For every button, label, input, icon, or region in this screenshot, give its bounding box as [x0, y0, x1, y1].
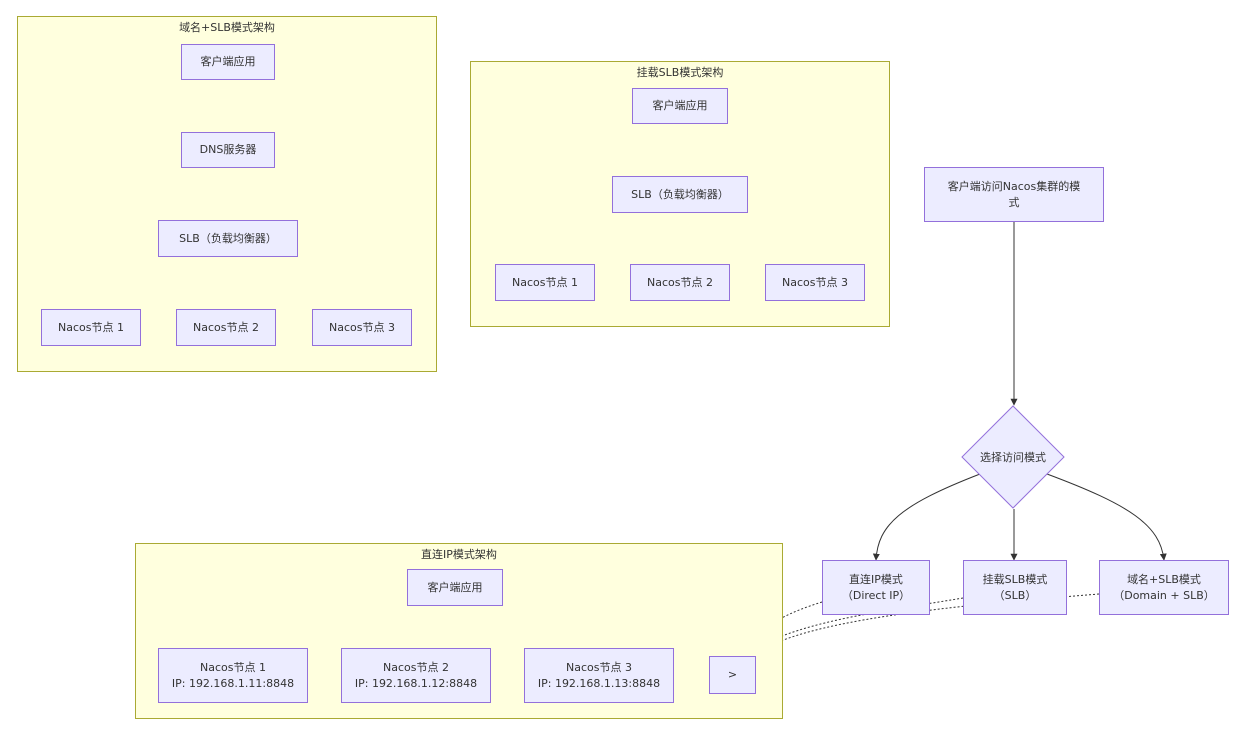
- node-label: Nacos节点 2 IP: 192.168.1.12:8848: [354, 660, 478, 690]
- direct-nacos-node-1[interactable]: Nacos节点 1 IP: 192.168.1.11:8848: [158, 648, 308, 703]
- domain-nacos-node-1[interactable]: Nacos节点 1: [41, 309, 141, 346]
- mount-slb-node[interactable]: SLB（负载均衡器）: [612, 176, 748, 213]
- domain-client-node[interactable]: 客户端应用: [181, 44, 275, 80]
- mount-nacos-node-3[interactable]: Nacos节点 3: [765, 264, 865, 301]
- mount-client-node[interactable]: 客户端应用: [632, 88, 728, 124]
- access-mode-root-node[interactable]: 客户端访问Nacos集群的模 式: [924, 167, 1104, 222]
- direct-nacos-node-3[interactable]: Nacos节点 3 IP: 192.168.1.13:8848: [524, 648, 674, 703]
- node-label: Nacos节点 2: [193, 320, 259, 334]
- decision-diamond-shape: [961, 405, 1065, 509]
- domain-nacos-node-2[interactable]: Nacos节点 2: [176, 309, 276, 346]
- cluster-title: 域名+SLB模式架构: [179, 21, 275, 34]
- direct-junction-node[interactable]: >: [709, 656, 756, 694]
- node-label: SLB（负载均衡器）: [631, 187, 729, 201]
- direct-ip-mode-node[interactable]: 直连IP模式 （Direct IP）: [822, 560, 930, 615]
- domain-slb-node[interactable]: SLB（负载均衡器）: [158, 220, 298, 257]
- node-label: Nacos节点 2: [647, 275, 713, 289]
- node-label: Nacos节点 3: [782, 275, 848, 289]
- mount-slb-mode-node[interactable]: 挂载SLB模式 （SLB）: [963, 560, 1067, 615]
- cluster-title: 挂载SLB模式架构: [636, 66, 724, 79]
- edge-domain-to-junction: [751, 593, 1100, 657]
- node-label: 域名+SLB模式 （Domain + SLB）: [1113, 572, 1215, 602]
- node-label: 客户端应用: [200, 55, 256, 68]
- cluster-title: 直连IP模式架构: [421, 548, 497, 561]
- domain-slb-mode-node[interactable]: 域名+SLB模式 （Domain + SLB）: [1099, 560, 1229, 615]
- choose-mode-decision[interactable]: 选择访问模式: [961, 405, 1065, 509]
- node-label: 客户端访问Nacos集群的模 式: [947, 179, 1081, 209]
- direct-client-node[interactable]: 客户端应用: [407, 569, 503, 606]
- node-label: Nacos节点 1: [58, 320, 124, 334]
- node-label: 挂载SLB模式 （SLB）: [982, 572, 1048, 602]
- edge-decision-to-direct: [872, 473, 981, 561]
- node-label: SLB（负载均衡器）: [179, 231, 277, 245]
- node-label: >: [727, 668, 738, 681]
- domain-dns-node[interactable]: DNS服务器: [181, 132, 275, 168]
- edge-decision-to-domain: [1046, 473, 1167, 561]
- node-label: Nacos节点 1 IP: 192.168.1.11:8848: [171, 660, 295, 690]
- node-label: DNS服务器: [199, 143, 257, 156]
- mount-nacos-node-2[interactable]: Nacos节点 2: [630, 264, 730, 301]
- node-label: 选择访问模式: [980, 451, 1046, 464]
- node-label: 客户端应用: [427, 580, 483, 594]
- domain-nacos-node-3[interactable]: Nacos节点 3: [312, 309, 412, 346]
- node-label: Nacos节点 1: [512, 275, 578, 289]
- direct-nacos-node-2[interactable]: Nacos节点 2 IP: 192.168.1.12:8848: [341, 648, 491, 703]
- mount-nacos-node-1[interactable]: Nacos节点 1: [495, 264, 595, 301]
- node-label: Nacos节点 3 IP: 192.168.1.13:8848: [537, 660, 661, 690]
- node-label: 客户端应用: [652, 99, 708, 112]
- node-label: Nacos节点 3: [329, 320, 395, 334]
- node-label: 直连IP模式 （Direct IP）: [841, 572, 911, 602]
